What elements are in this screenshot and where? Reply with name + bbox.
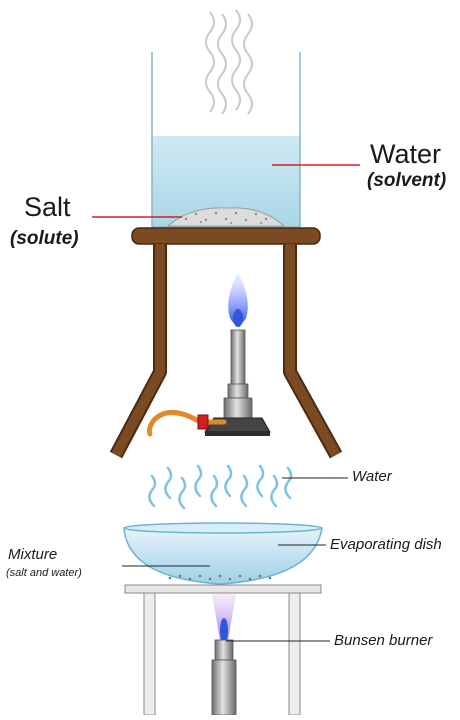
flame-icon [212,594,236,642]
evaporating-dish-label: Evaporating dish [330,536,442,553]
solute-label: (solute) [10,228,79,249]
pointer-lines [122,477,348,642]
evaporating-dish-icon [123,522,323,585]
mixture-sub-label: (salt and water) [6,567,82,579]
vapor-water-label: Water [352,468,392,485]
tripod-stand-icon [109,227,343,459]
vapor-icon [148,464,293,510]
mixture-label: Mixture [8,546,58,563]
water-label: Water [370,139,442,169]
flame-icon [228,272,248,327]
bunsen-burner-label: Bunsen burner [334,632,433,649]
salt-label: Salt [24,192,71,222]
bunsen-burner-icon [211,639,237,716]
gas-hose-icon [147,410,227,437]
salt-pile-icon [166,207,286,227]
beaker-icon [151,52,301,228]
steam-lines-icon [205,9,253,115]
solvent-label: (solvent) [367,170,447,191]
